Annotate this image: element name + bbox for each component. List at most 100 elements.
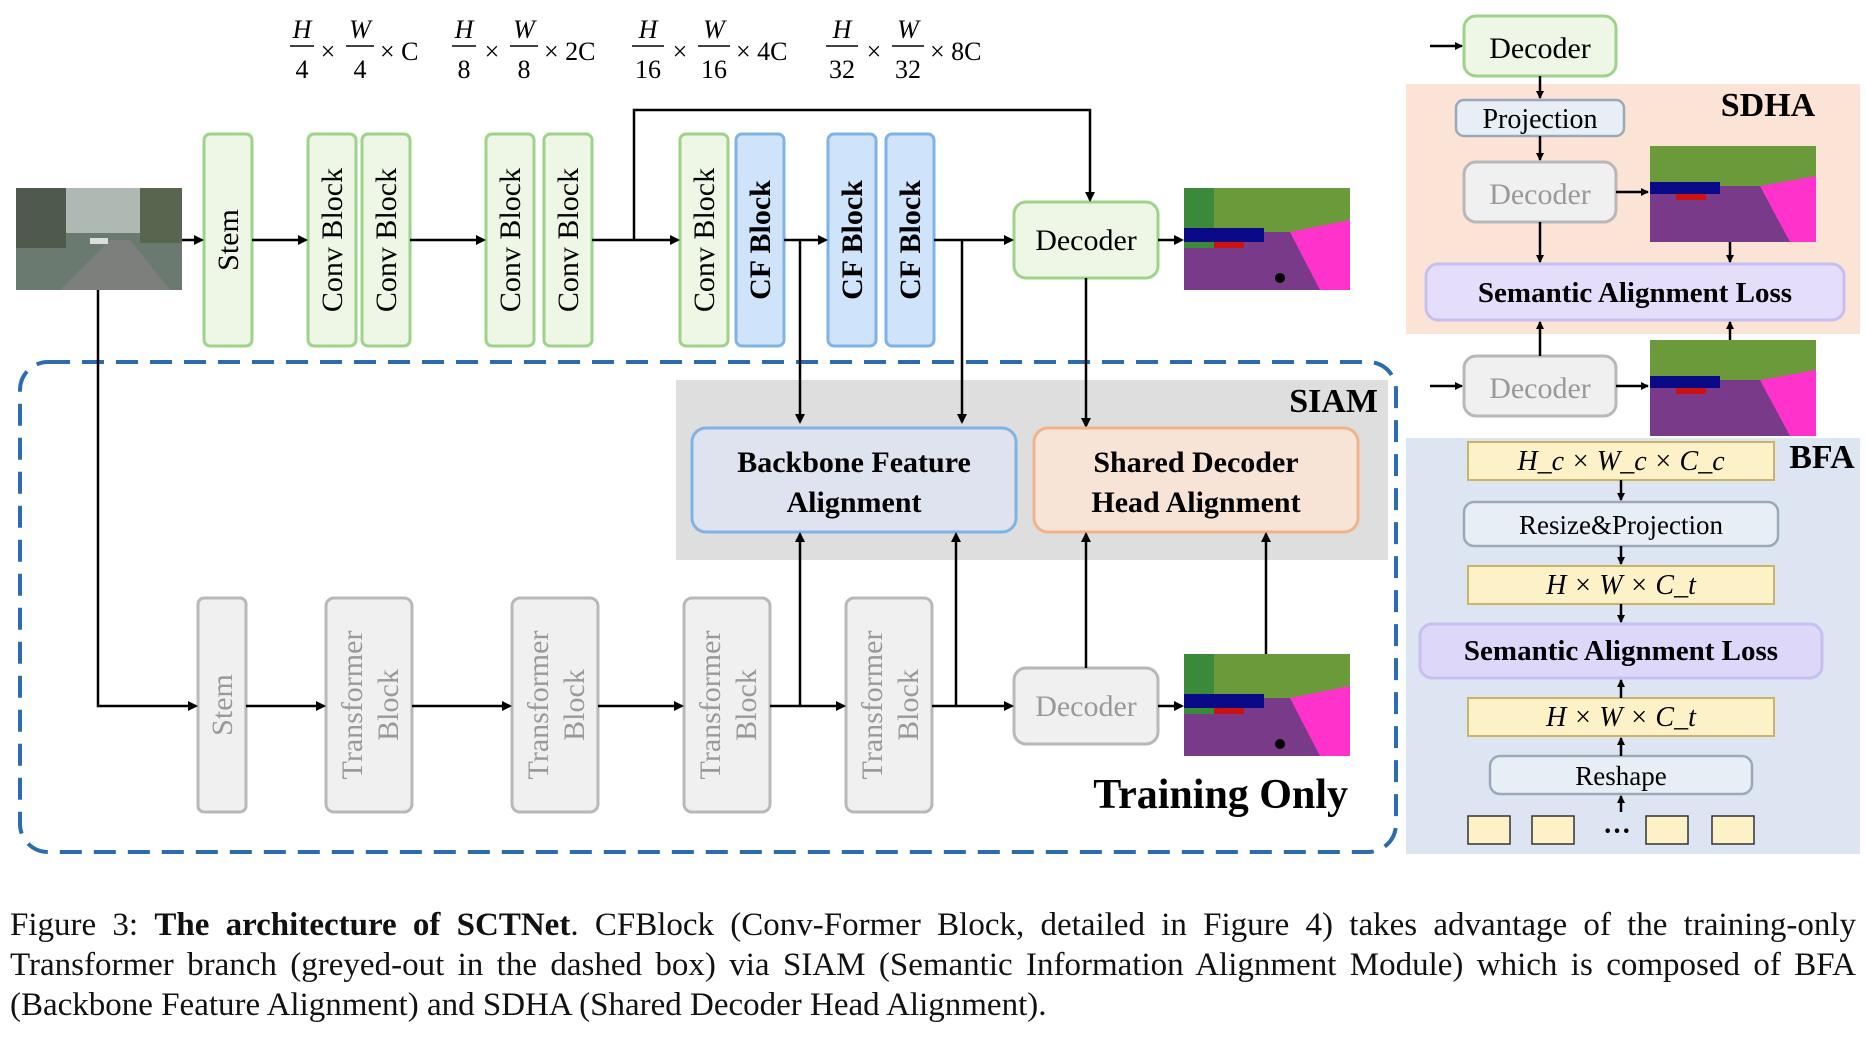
bfa-resize-projection: Resize&Projection [1462, 500, 1780, 548]
transformer-block-1: Transformer Block [324, 596, 414, 814]
dim-num: W [897, 15, 921, 44]
cf-block-label: CF Block [836, 180, 869, 300]
bfa-loss-box: Semantic Alignment Loss [1418, 622, 1824, 680]
segmentation-output-top [1184, 188, 1350, 290]
dim-den: 4 [296, 55, 309, 84]
training-only-label: Training Only [1093, 772, 1348, 818]
times-sign: × [485, 37, 500, 66]
shape-label: H_c × W_c × C_c [1516, 446, 1725, 477]
decoder-bottom: Decoder [1012, 666, 1160, 746]
sdha-arrows [1430, 42, 1734, 390]
stem-block-bottom: Stem [196, 596, 248, 814]
resize-label: Resize&Projection [1519, 510, 1723, 540]
dim-den: 16 [701, 55, 727, 84]
training-only-box [18, 360, 1398, 854]
bfa-tokens: ··· [1467, 815, 1755, 847]
conv-block-label: Conv Block [370, 168, 403, 312]
conv-block-1: Conv Block [306, 132, 358, 348]
bfa-reshape: Reshape [1488, 754, 1754, 796]
sdha-label-1: Shared Decoder [1093, 446, 1298, 479]
conv-block-5: Conv Block [678, 132, 730, 348]
segmentation-output-bottom [1184, 654, 1350, 756]
bfa-label-2: Alignment [787, 486, 922, 519]
dim-den: 4 [354, 55, 367, 84]
shared-decoder-head-alignment-box: Shared Decoder Head Alignment [1032, 426, 1360, 534]
caption-prefix: Figure 3: [10, 907, 155, 943]
stem-block-top: Stem [202, 132, 254, 348]
transformer-label: Transformer [336, 631, 369, 780]
conv-block-label: Conv Block [494, 168, 527, 312]
sdha-decoder-bottom: Decoder [1462, 354, 1618, 418]
bottom-branch-arrows [96, 290, 1271, 711]
bfa-shape-c: H_c × W_c × C_c [1467, 441, 1775, 481]
transformer-label: Block [730, 669, 763, 741]
sdha-seg-output [1650, 146, 1816, 242]
sdha-projection: Projection [1454, 98, 1626, 138]
transformer-label: Block [372, 669, 405, 741]
dim-num: W [513, 15, 537, 44]
dim-label-4: H 32 × W 32 × 8C [826, 15, 982, 84]
decoder-label: Decoder [1489, 178, 1591, 211]
input-street-image [16, 188, 182, 290]
caption-text: . CFBlock (Conv-Former Block, detailed i… [10, 907, 1856, 1023]
dim-num: W [703, 15, 727, 44]
caption-bold: The architecture of SCTNet [154, 907, 571, 943]
siam-title: SIAM [1289, 383, 1378, 420]
cf-block-2: CF Block [826, 132, 878, 348]
dim-den: 8 [518, 55, 531, 84]
cf-block-3: CF Block [884, 132, 936, 348]
sdha-decoder-mid: Decoder [1462, 160, 1618, 224]
bfa-label-1: Backbone Feature [737, 446, 971, 479]
reshape-label: Reshape [1575, 761, 1666, 791]
conv-block-3: Conv Block [484, 132, 536, 348]
decoder-label: Decoder [1489, 372, 1591, 405]
dim-channels: × 4C [736, 37, 788, 66]
times-sign: × [673, 37, 688, 66]
shape-label: H × W × C_t [1545, 702, 1697, 733]
dim-num: H [832, 15, 853, 44]
dim-channels: × C [380, 37, 419, 66]
sdha-label-2: Head Alignment [1091, 486, 1300, 519]
dim-den: 16 [635, 55, 661, 84]
times-sign: × [867, 37, 882, 66]
bfa-title: BFA [1789, 439, 1855, 476]
dim-label-3: H 16 × W 16 × 4C [632, 15, 788, 84]
cf-block-label: CF Block [894, 180, 927, 300]
sdha-decoder-top: Decoder [1462, 14, 1618, 78]
loss-label: Semantic Alignment Loss [1478, 277, 1792, 309]
dim-den: 32 [895, 55, 921, 84]
sdha-loss-box: Semantic Alignment Loss [1424, 262, 1846, 322]
figure-caption: Figure 3: The architecture of SCTNet. CF… [10, 905, 1856, 1025]
stem-label: Stem [206, 674, 239, 736]
loss-label: Semantic Alignment Loss [1464, 635, 1778, 667]
dim-label-1: H 4 × W 4 × C [290, 15, 419, 84]
conv-block-4: Conv Block [542, 132, 594, 348]
conv-block-label: Conv Block [316, 168, 349, 312]
transformer-block-4: Transformer Block [844, 596, 934, 814]
conv-block-label: Conv Block [688, 168, 721, 312]
conv-block-label: Conv Block [552, 168, 585, 312]
transformer-block-3: Transformer Block [682, 596, 772, 814]
dimension-labels: H 4 × W 4 × C H 8 × W 8 × 2C H 16 × W [290, 15, 982, 84]
decoder-label: Decoder [1035, 690, 1137, 723]
decoder-label: Decoder [1035, 224, 1137, 257]
dim-den: 8 [458, 55, 471, 84]
backbone-feature-alignment-box: Backbone Feature Alignment [690, 426, 1018, 534]
decoder-top: Decoder [1012, 200, 1160, 280]
dim-channels: × 8C [930, 37, 982, 66]
ellipsis: ··· [1603, 816, 1631, 847]
cf-block-label: CF Block [744, 180, 777, 300]
dim-num: H [292, 15, 313, 44]
dim-channels: × 2C [544, 37, 596, 66]
transformer-block-2: Transformer Block [510, 596, 600, 814]
transformer-label: Transformer [694, 631, 727, 780]
shape-label: H × W × C_t [1545, 570, 1697, 601]
cf-block-1: CF Block [734, 132, 786, 348]
top-branch-arrows [182, 108, 1184, 428]
transformer-label: Transformer [522, 631, 555, 780]
decoder-label: Decoder [1489, 32, 1591, 65]
sdha-title: SDHA [1721, 87, 1816, 124]
transformer-label: Transformer [856, 631, 889, 780]
architecture-diagram: H 4 × W 4 × C H 8 × W 8 × 2C H 16 × W [16, 14, 1860, 854]
bfa-shape-t1: H × W × C_t [1467, 565, 1775, 605]
